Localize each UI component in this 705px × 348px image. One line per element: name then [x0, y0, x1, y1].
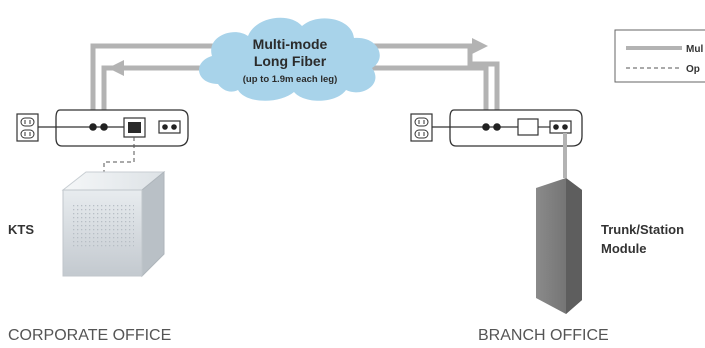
- arrow-left: [108, 60, 124, 76]
- right-extender-body: [449, 109, 583, 147]
- branch-office-label: BRANCH OFFICE: [478, 327, 609, 344]
- left-outlet-socket-top: [20, 117, 35, 127]
- trunk-side: [566, 178, 582, 314]
- left-fiber-port-1: [89, 123, 97, 131]
- left-fiber-port-2: [100, 123, 108, 131]
- cloud-shape: [199, 17, 380, 101]
- left-extender-unit: [55, 109, 189, 147]
- fiber-right-inner: [360, 65, 489, 127]
- fiber-right-outer: [360, 43, 500, 127]
- cloud-title-line2: Long Fiber: [254, 53, 327, 69]
- trunk-label-line2: Module: [601, 241, 647, 256]
- left-phone-jack: [158, 120, 181, 134]
- right-outlet: [410, 113, 433, 142]
- right-rj-port: [517, 118, 539, 136]
- legend: Mul Op: [614, 29, 705, 83]
- legend-optional-label: Op: [686, 64, 700, 75]
- right-fiber-port-2: [493, 123, 501, 131]
- kts-side: [141, 170, 165, 278]
- kts-unit: [61, 170, 166, 278]
- cloud-title-line1: Multi-mode: [253, 36, 328, 52]
- legend-box: [614, 29, 705, 83]
- left-outlet-socket-bottom: [20, 129, 35, 139]
- cloud-subtitle: (up to 1.9m each leg): [243, 74, 338, 85]
- left-extender-body: [55, 109, 189, 147]
- fiber-left-inner: [101, 65, 240, 127]
- corporate-office-label: CORPORATE OFFICE: [8, 327, 171, 344]
- left-optional-link: [103, 137, 135, 172]
- trunk-station-module: [536, 178, 582, 314]
- left-outlet: [16, 113, 39, 142]
- right-extender-unit: [449, 109, 583, 147]
- legend-fiber-label: Mul: [686, 44, 703, 55]
- fiber-links: [90, 43, 500, 127]
- arrow-right: [472, 38, 488, 54]
- right-phone-jack: [549, 120, 572, 134]
- kts-vents: [71, 205, 134, 249]
- fiber-cloud: Multi-mode Long Fiber (up to 1.9m each l…: [199, 17, 380, 101]
- fiber-left-outer: [90, 43, 260, 127]
- kts-label: KTS: [8, 222, 34, 237]
- right-fiber-port-1: [482, 123, 490, 131]
- trunk-label-line1: Trunk/Station: [601, 222, 684, 237]
